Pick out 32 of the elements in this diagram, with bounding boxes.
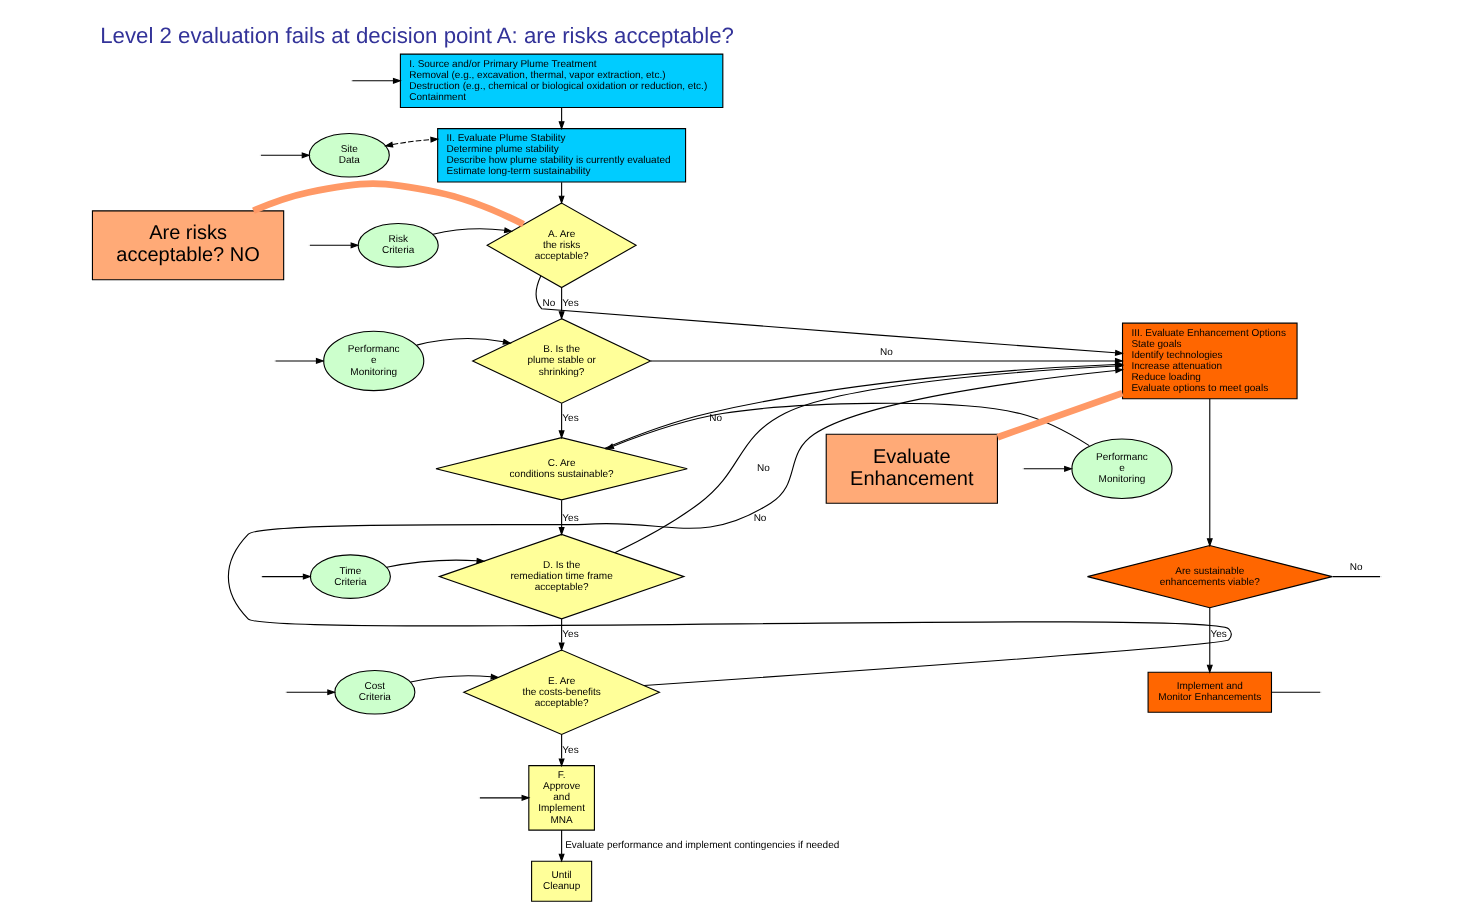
arrow — [1205, 607, 1212, 674]
arrow — [649, 357, 1123, 365]
arrow — [1205, 398, 1212, 548]
arrow — [431, 227, 513, 235]
arrow — [259, 152, 310, 159]
arrow — [557, 733, 564, 768]
node-box: Are risks acceptable? NO — [90, 210, 284, 281]
arrow — [478, 794, 530, 801]
arrow — [350, 77, 401, 84]
arrow — [409, 673, 499, 683]
arrow — [226, 367, 1231, 687]
arrow — [385, 557, 485, 568]
connector — [251, 180, 524, 228]
arrow — [557, 829, 564, 863]
arrow — [557, 618, 564, 652]
arrow — [557, 287, 564, 321]
connector — [1270, 691, 1320, 693]
arrow — [308, 242, 359, 249]
arrow — [557, 499, 564, 536]
arrow — [415, 337, 511, 346]
arrow — [1022, 465, 1072, 472]
arrow — [285, 689, 336, 696]
connector — [995, 389, 1123, 441]
arrow — [383, 136, 439, 148]
connector — [1330, 576, 1380, 578]
diagram-title: Level 2 evaluation fails at decision point A: are risks acceptable? — [99, 24, 733, 49]
arrow — [534, 275, 1123, 356]
arrow — [274, 357, 324, 365]
node-box: Evaluate Enhancement — [824, 433, 997, 504]
arrow — [557, 181, 564, 205]
arrow — [557, 402, 564, 440]
arrow — [260, 573, 311, 580]
